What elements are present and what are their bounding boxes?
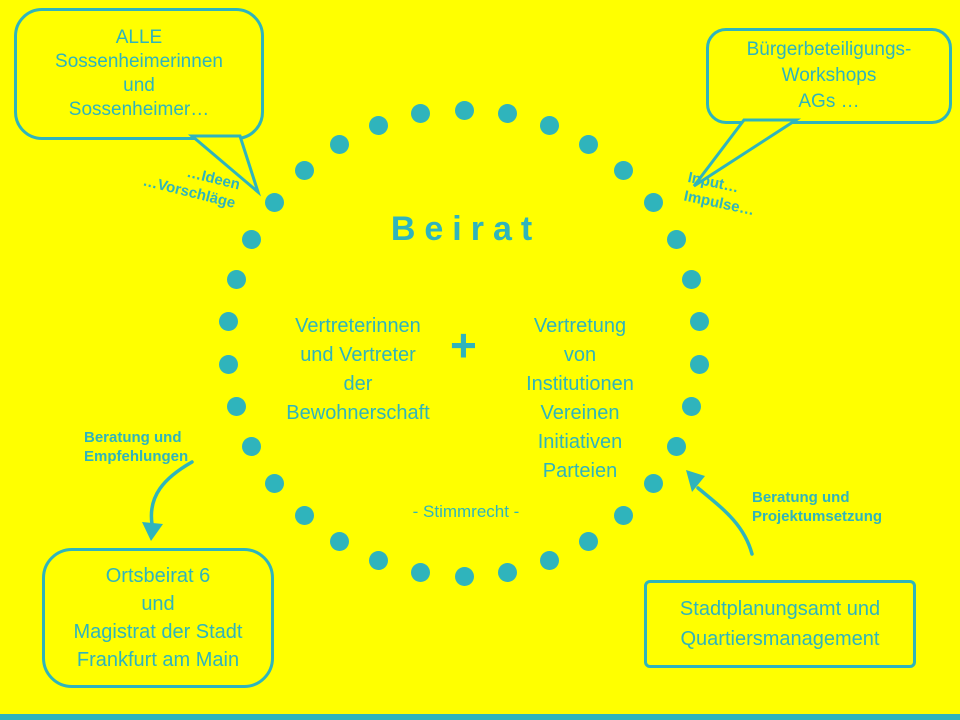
arrow-left-curve: [149, 460, 194, 526]
label-input-impulses: Input… Impulse…: [682, 168, 756, 220]
circle-dot: [540, 116, 560, 136]
circle-dot: [614, 505, 634, 525]
circle-dot: [294, 161, 314, 181]
circle-dot: [410, 562, 430, 582]
box-ortsbeirat-text: Ortsbeirat 6 und Magistrat der Stadt Fra…: [73, 565, 243, 671]
circle-dot: [498, 562, 518, 582]
box-stadtplanungsamt-text: Stadtplanungsamt und Quartiersmanagement: [679, 598, 881, 650]
circle-dot: [643, 193, 663, 213]
circle-dot: [643, 473, 663, 493]
circle-dot: [226, 269, 246, 289]
circle-dot: [454, 100, 474, 120]
residents-representatives-text: Vertreterinnen und Vertreter der Bewohne…: [286, 315, 430, 424]
circle-dot: [666, 437, 686, 457]
circle-dot: [690, 312, 710, 331]
callout-residents-text: ALLE Sossenheimerinnen und Sossenheimer…: [55, 27, 223, 120]
circle-dot: [682, 397, 702, 417]
circle-dot: [329, 135, 349, 155]
circle-dot: [579, 531, 599, 551]
circle-dot: [454, 566, 474, 586]
circle-dot: [368, 116, 388, 136]
label-advice-implementation: Beratung und Projektumsetzung: [752, 489, 883, 525]
circle-dot: [265, 193, 285, 213]
circle-dot: [242, 437, 262, 457]
circle-dot: [682, 269, 702, 289]
label-ideas-suggestions: …Ideen …Vorschläge: [141, 163, 242, 212]
institutions-representatives-text: Vertretung von Institutionen Vereinen In…: [526, 315, 634, 482]
circle-dot: [294, 505, 314, 525]
circle-dot: [368, 550, 388, 570]
circle-dot: [218, 354, 238, 374]
plus-sign: +: [450, 319, 477, 371]
circle-dot: [218, 312, 238, 331]
bottom-divider-bar: [0, 714, 960, 720]
circle-dot: [329, 531, 349, 551]
diagram-title: Beirat: [390, 210, 542, 248]
circle-dot: [666, 229, 686, 249]
circle-dot: [540, 550, 560, 570]
arrow-right-head: [686, 470, 705, 492]
circle-dot: [410, 104, 430, 124]
arrow-left-head: [142, 522, 163, 541]
callout-residents: ALLE Sossenheimerinnen und Sossenheimer…: [14, 8, 264, 140]
circle-dot: [690, 354, 710, 374]
circle-dot: [579, 135, 599, 155]
circle-dot: [242, 229, 262, 249]
voting-rights-note: - Stimmrecht -: [412, 502, 520, 521]
box-stadtplanungsamt: Stadtplanungsamt und Quartiersmanagement: [644, 580, 916, 668]
arrow-right-curve: [696, 486, 754, 556]
box-ortsbeirat: Ortsbeirat 6 und Magistrat der Stadt Fra…: [42, 548, 274, 688]
label-advice-recommendations: Beratung und Empfehlungen: [84, 429, 189, 465]
circle-dot: [498, 104, 518, 124]
circle-dot: [614, 161, 634, 181]
circle-dot: [265, 473, 285, 493]
callout-workshops: Bürgerbeteiligungs- Workshops AGs …: [706, 28, 952, 124]
callout-workshops-text: Bürgerbeteiligungs- Workshops AGs …: [746, 39, 912, 112]
circle-dot: [226, 397, 246, 417]
